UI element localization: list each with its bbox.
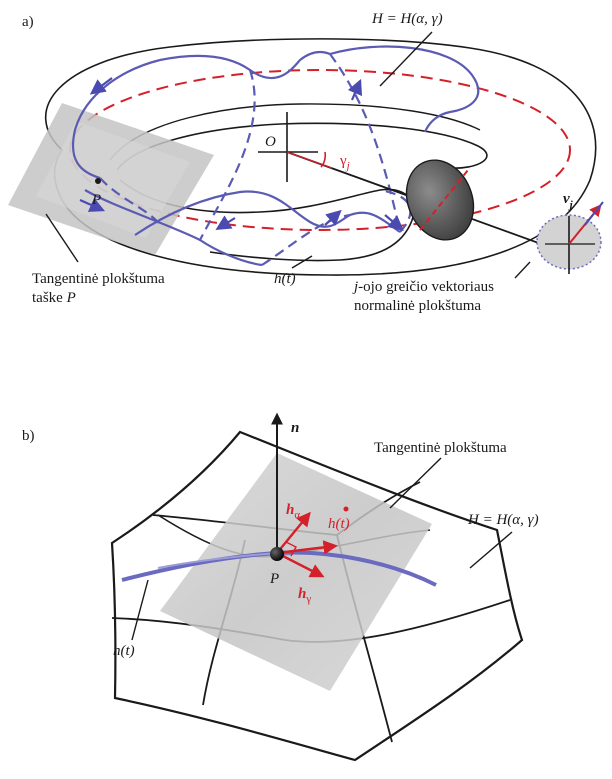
gamma-angle-arc [320, 151, 327, 168]
normal-label: n [291, 420, 299, 436]
point-p-label-a: P [91, 192, 101, 208]
panel-a-label: a) [22, 14, 34, 30]
torus-inner-outline-back [109, 103, 481, 161]
tangent-plane-b [160, 453, 432, 691]
torus-outer-outline [44, 38, 597, 276]
h-gamma-label: hγ [298, 586, 311, 605]
tangent-plane-p [8, 103, 214, 255]
panel-a: a) [8, 11, 604, 314]
tangent-caption-line2: taške P [32, 290, 76, 306]
tangent-caption-leader [45, 213, 79, 263]
point-p-a [95, 178, 101, 184]
surface-label-a: H = H(α, γ) [371, 11, 443, 27]
curve-caption-leader [291, 255, 313, 269]
torus-tube-contour [119, 179, 415, 262]
curve-label-a: h(t) [274, 271, 296, 287]
normal-plane-disk [405, 159, 475, 241]
origin-label: O [265, 134, 276, 150]
tangent-caption-leader-b [389, 457, 442, 509]
panel-b: b) n P hα h( [22, 412, 539, 762]
surface-leader-a [379, 31, 433, 87]
normal-caption-line2: normalinė plokštuma [354, 298, 481, 314]
curve-leader-b [131, 579, 149, 641]
tangent-caption-line1: Tangentinė plokštuma [32, 271, 165, 287]
surface-leader-b [469, 531, 513, 569]
equator-crossing [419, 169, 469, 231]
curve-direction-arrows [79, 77, 404, 231]
curve-h-t-a-hidden [99, 53, 412, 266]
point-p-b [270, 547, 284, 561]
curve-h-t-b-thin [157, 552, 278, 569]
gamma-angle-ray [286, 151, 333, 169]
h-gamma-vector [276, 551, 325, 578]
curve-h-t-a [71, 45, 480, 267]
h-alpha-label: hα [286, 502, 300, 521]
velocity-vector-blue [584, 201, 604, 226]
surface-label-b: H = H(α, γ) [467, 512, 539, 528]
curve-label-b: h(t) [113, 643, 135, 659]
h-alpha-vector [276, 511, 311, 554]
point-p-label-b: P [269, 571, 279, 587]
normal-caption-line1: j-ojo greičio vektoriaus [352, 279, 494, 295]
h-dot-marker [343, 506, 349, 512]
velocity-label: vj [563, 191, 574, 211]
h-dot-label: h(t) [328, 516, 350, 532]
normal-caption-leader [514, 261, 531, 279]
h-dot-vector [276, 540, 338, 555]
tangent-vectors [276, 511, 338, 578]
panel-b-label: b) [22, 428, 35, 444]
gamma-label: γj [339, 153, 350, 172]
velocity-normal-disk [536, 214, 602, 274]
right-angle-marker [285, 541, 297, 557]
tangent-caption-b: Tangentinė plokštuma [374, 440, 507, 456]
